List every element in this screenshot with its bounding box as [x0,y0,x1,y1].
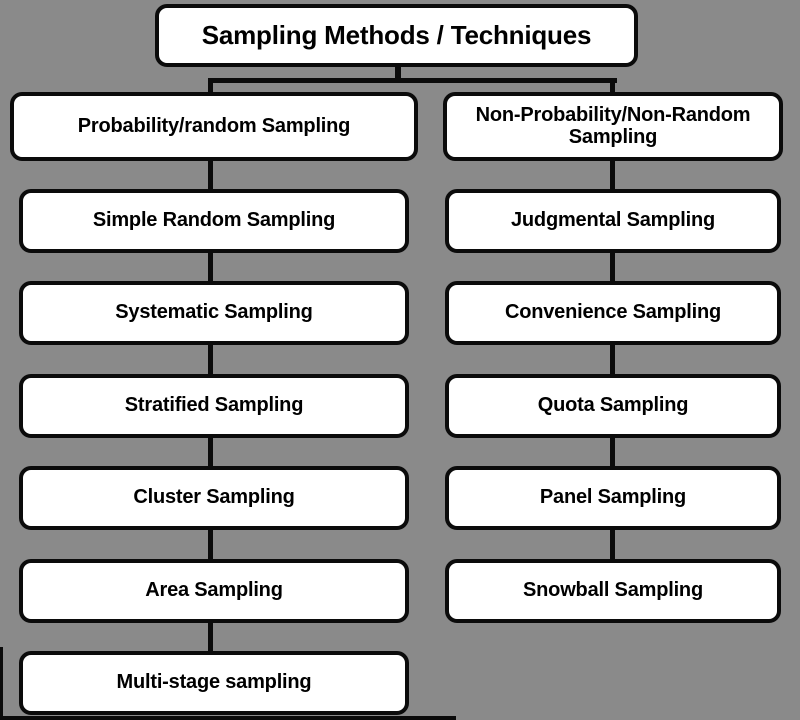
node-judgmental-sampling: Judgmental Sampling [445,189,781,253]
node-convenience-sampling: Convenience Sampling [445,281,781,345]
node-systematic-sampling: Systematic Sampling [19,281,409,345]
connector-branch-line [208,78,617,83]
connector-left-spine [208,78,213,663]
branch-header-probability: Probability/random Sampling [10,92,418,161]
branch-header-non-probability: Non-Probability/Non-Random Sampling [443,92,783,161]
node-area-sampling: Area Sampling [19,559,409,623]
node-multi-stage-sampling: Multi-stage sampling [19,651,409,715]
node-stratified-sampling: Stratified Sampling [19,374,409,438]
node-snowball-sampling: Snowball Sampling [445,559,781,623]
image-edge-artifact-bottom [0,716,456,720]
node-panel-sampling: Panel Sampling [445,466,781,530]
root-node-title: Sampling Methods / Techniques [155,4,638,67]
node-simple-random-sampling: Simple Random Sampling [19,189,409,253]
node-cluster-sampling: Cluster Sampling [19,466,409,530]
node-quota-sampling: Quota Sampling [445,374,781,438]
image-edge-artifact-left [0,647,3,720]
connector-title-stub [395,62,401,82]
